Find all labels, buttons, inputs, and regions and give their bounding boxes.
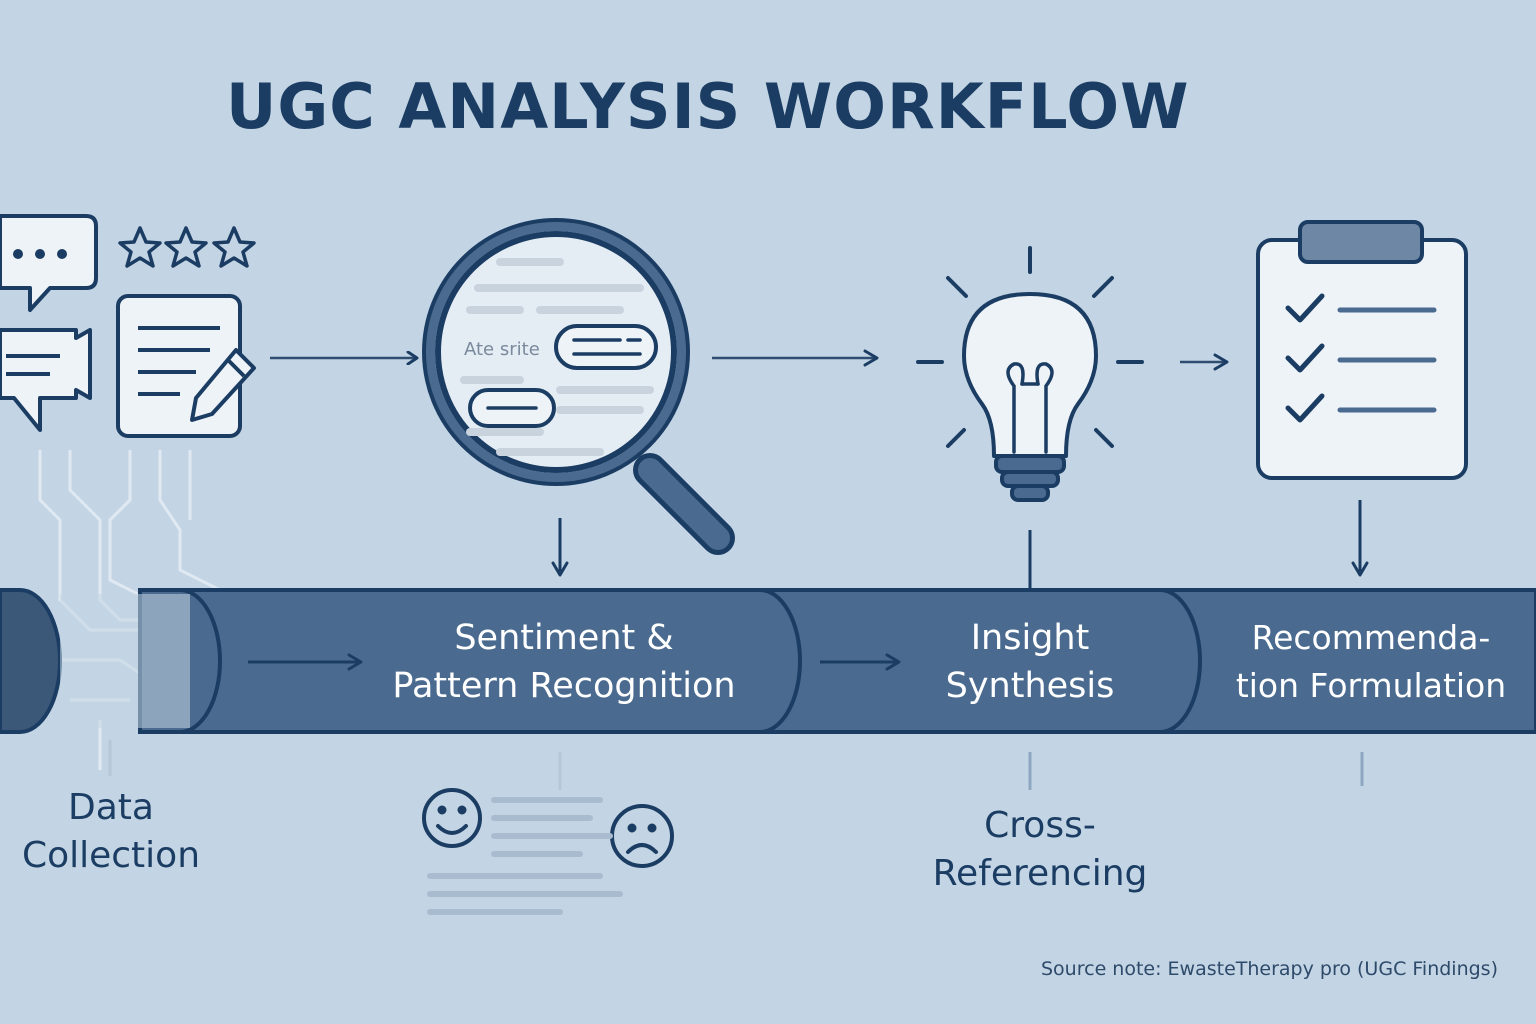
review-document-icon: [116, 294, 256, 438]
step-cross-referencing: Cross- Referencing: [900, 802, 1180, 898]
source-note: Source note: EwasteTherapy pro (UGC Find…: [1041, 958, 1498, 980]
faded-text-lines: [427, 797, 623, 915]
magnifier-icon: [422, 218, 735, 555]
step-label: tion Formulation: [1235, 666, 1507, 705]
step-insight: Insight Synthesis: [900, 614, 1160, 710]
step-sentiment: Sentiment & Pattern Recognition: [364, 614, 764, 710]
step-label: Pattern Recognition: [392, 666, 736, 706]
step-label: Sentiment &: [454, 618, 674, 658]
message-bubble-icon: [0, 328, 92, 432]
step-label: Referencing: [932, 853, 1148, 894]
magnifier-text: Ate srite: [464, 339, 540, 360]
step-label: Synthesis: [945, 666, 1115, 706]
step-label: Data: [68, 787, 154, 828]
step-label: Collection: [21, 835, 201, 876]
step-label: Insight: [970, 618, 1090, 658]
step-recommendation: Recommenda- tion Formulation: [1210, 614, 1532, 710]
happy-face-icon: [422, 788, 482, 848]
light-bulb-icon: [916, 246, 1144, 502]
step-label: Recommenda-: [1251, 618, 1491, 657]
step-label: Cross-: [984, 805, 1096, 846]
page-title: UGC ANALYSIS WORKFLOW: [226, 70, 1190, 143]
step-data-collection: Data Collection: [0, 784, 222, 880]
sad-face-icon: [610, 804, 674, 868]
clipboard-checklist-icon: [1256, 220, 1468, 480]
star-rating-icon: [118, 226, 256, 268]
chat-bubble-icon: [0, 214, 98, 312]
